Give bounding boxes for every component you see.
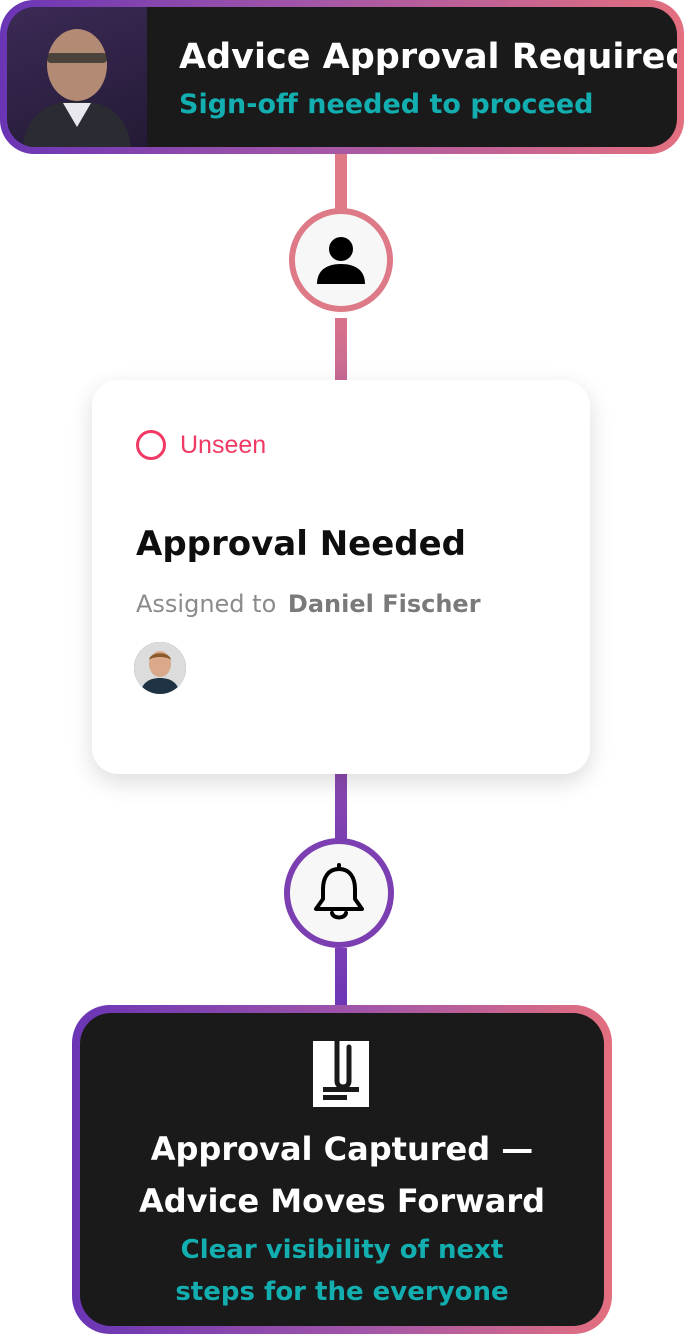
connector-line [335, 150, 347, 210]
bell-step-node [284, 838, 394, 948]
connector-line [335, 948, 347, 1012]
result-subtitle: Clear visibility of next steps for the e… [175, 1235, 509, 1307]
approval-header-card[interactable]: Advice Approval Required Sign-off needed… [0, 0, 684, 154]
approval-result-card[interactable]: Approval Captured — Advice Moves Forward… [72, 1005, 612, 1334]
document-clip-icon [313, 1037, 369, 1107]
assigned-prefix: Assigned to [136, 590, 277, 618]
status-badge: Unseen [136, 430, 266, 460]
assignee-name: Daniel Fischer [287, 590, 481, 618]
header-title: Advice Approval Required [179, 37, 677, 77]
status-label: Unseen [180, 430, 267, 459]
result-title: Approval Captured — Advice Moves Forward [138, 1130, 546, 1220]
task-title: Approval Needed [136, 524, 467, 564]
connector-line [335, 318, 347, 382]
approval-task-card[interactable]: Unseen Approval Needed Assigned to Danie… [92, 380, 590, 774]
bell-icon [314, 863, 364, 920]
connector-line [335, 774, 347, 840]
advisor-avatar [7, 7, 147, 147]
person-step-node [289, 208, 393, 312]
assignee-avatar[interactable] [134, 642, 186, 694]
assigned-line: Assigned to Daniel Fischer [136, 590, 481, 618]
header-subtitle: Sign-off needed to proceed [179, 89, 594, 120]
person-icon [317, 237, 365, 284]
status-circle-icon [136, 430, 166, 460]
